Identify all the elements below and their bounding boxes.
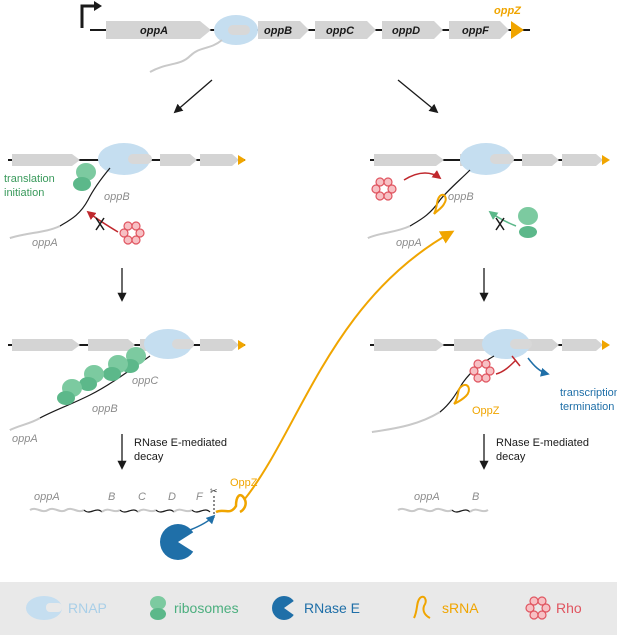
blocked-rho-arrow <box>86 210 119 233</box>
left-row1: translation initiation oppB oppA <box>4 143 246 249</box>
right-fragment-oppA: oppA <box>414 491 440 503</box>
termination-label-2: termination <box>560 401 614 413</box>
legend-item-srna: sRNA <box>413 595 479 619</box>
fragment-C: C <box>138 491 146 503</box>
fragment-F: F <box>196 491 204 503</box>
label-oppF: oppF <box>462 25 489 37</box>
ribosome-icon <box>57 347 146 405</box>
label-oppD: oppD <box>392 25 420 37</box>
translation-initiation-label-2: initiation <box>4 187 44 199</box>
top-operon: oppA oppB oppC oppD oppF oppZ <box>80 1 530 73</box>
right-row3: oppA B <box>397 491 489 513</box>
left-oppZ-label: OppZ <box>230 477 258 489</box>
left-decay-label-1: RNase E-mediated <box>134 437 227 449</box>
oppz-feedback-arrow <box>243 230 455 501</box>
legend-label-rho: Rho <box>556 600 582 616</box>
left-decay-label-2: decay <box>134 451 164 463</box>
right-row1: oppB oppA <box>367 143 610 249</box>
left-oppA-label: oppA <box>32 237 58 249</box>
rnap-icon <box>214 15 258 45</box>
rnase-e-arrow <box>189 514 216 531</box>
fragment-D: D <box>168 491 176 503</box>
label-oppA: oppA <box>140 25 168 37</box>
right-fragment-B: B <box>472 491 479 503</box>
label-oppC: oppC <box>326 25 355 37</box>
right-oppA-label: oppA <box>396 237 422 249</box>
rho-icon <box>371 177 397 201</box>
left-row2: oppC oppB oppA <box>8 329 246 445</box>
left-oppB-label-2: oppB <box>92 403 118 415</box>
translation-initiation-label-1: translation <box>4 173 55 185</box>
gene-oppB <box>258 21 309 39</box>
label-oppZ: oppZ <box>494 5 522 17</box>
legend: RNAP ribosomes RNase E sRNA Rho <box>0 582 617 635</box>
gene-oppA <box>106 21 211 39</box>
right-decay-label-1: RNase E-mediated <box>496 437 589 449</box>
left-row3: oppA B C D F ✂ OppZ <box>29 477 258 560</box>
rnap-icon <box>98 143 152 175</box>
right-oppZ-label: OppZ <box>472 405 500 417</box>
legend-background <box>0 582 617 635</box>
left-oppC-label: oppC <box>132 375 158 387</box>
block-x-icon <box>495 217 505 231</box>
termination-label-1: transcription <box>560 387 617 399</box>
gene-oppZ <box>511 21 524 39</box>
legend-item-rnap: RNAP <box>26 596 107 620</box>
legend-label-rnase-e: RNase E <box>304 600 360 616</box>
legend-label-rnap: RNAP <box>68 600 107 616</box>
rnase-e-icon <box>160 524 200 560</box>
termination-arrow <box>527 357 550 377</box>
rnap-icon <box>460 143 514 175</box>
block-x-icon <box>95 217 105 231</box>
ribosome-icon <box>73 163 96 191</box>
nascent-mrna <box>149 39 223 73</box>
srna-icon <box>453 384 470 405</box>
gene-oppC <box>315 21 376 39</box>
gene-oppD <box>382 21 443 39</box>
right-row2: OppZ transcription termination <box>370 329 617 433</box>
arrow-right-branch <box>397 79 439 114</box>
left-oppA-label-2: oppA <box>12 433 38 445</box>
srna-icon <box>433 193 447 215</box>
promoter-arrow-icon <box>80 4 98 28</box>
rho-recruit-arrow <box>403 170 442 181</box>
right-decay-label-2: decay <box>496 451 526 463</box>
right-oppB-label: oppB <box>448 191 474 203</box>
srna-icon <box>215 494 247 514</box>
label-oppB: oppB <box>264 25 292 37</box>
fragment-oppA: oppA <box>34 491 60 503</box>
rnap-icon <box>482 329 532 359</box>
legend-label-ribosomes: ribosomes <box>174 600 239 616</box>
rho-icon <box>119 221 145 245</box>
legend-label-srna: sRNA <box>442 600 479 616</box>
scissors-icon: ✂ <box>210 486 218 496</box>
arrow-left-branch <box>173 79 213 114</box>
ribosome-icon <box>518 207 538 238</box>
legend-item-ribosomes: ribosomes <box>150 596 239 620</box>
rho-termination-mark <box>495 359 517 375</box>
rho-icon <box>469 359 495 383</box>
legend-item-rnase-e: RNase E <box>272 596 360 620</box>
rnap-icon <box>144 329 194 359</box>
gene-oppF <box>449 21 509 39</box>
left-oppB-label: oppB <box>104 191 130 203</box>
legend-item-rho <box>525 596 551 620</box>
fragment-B: B <box>108 491 115 503</box>
